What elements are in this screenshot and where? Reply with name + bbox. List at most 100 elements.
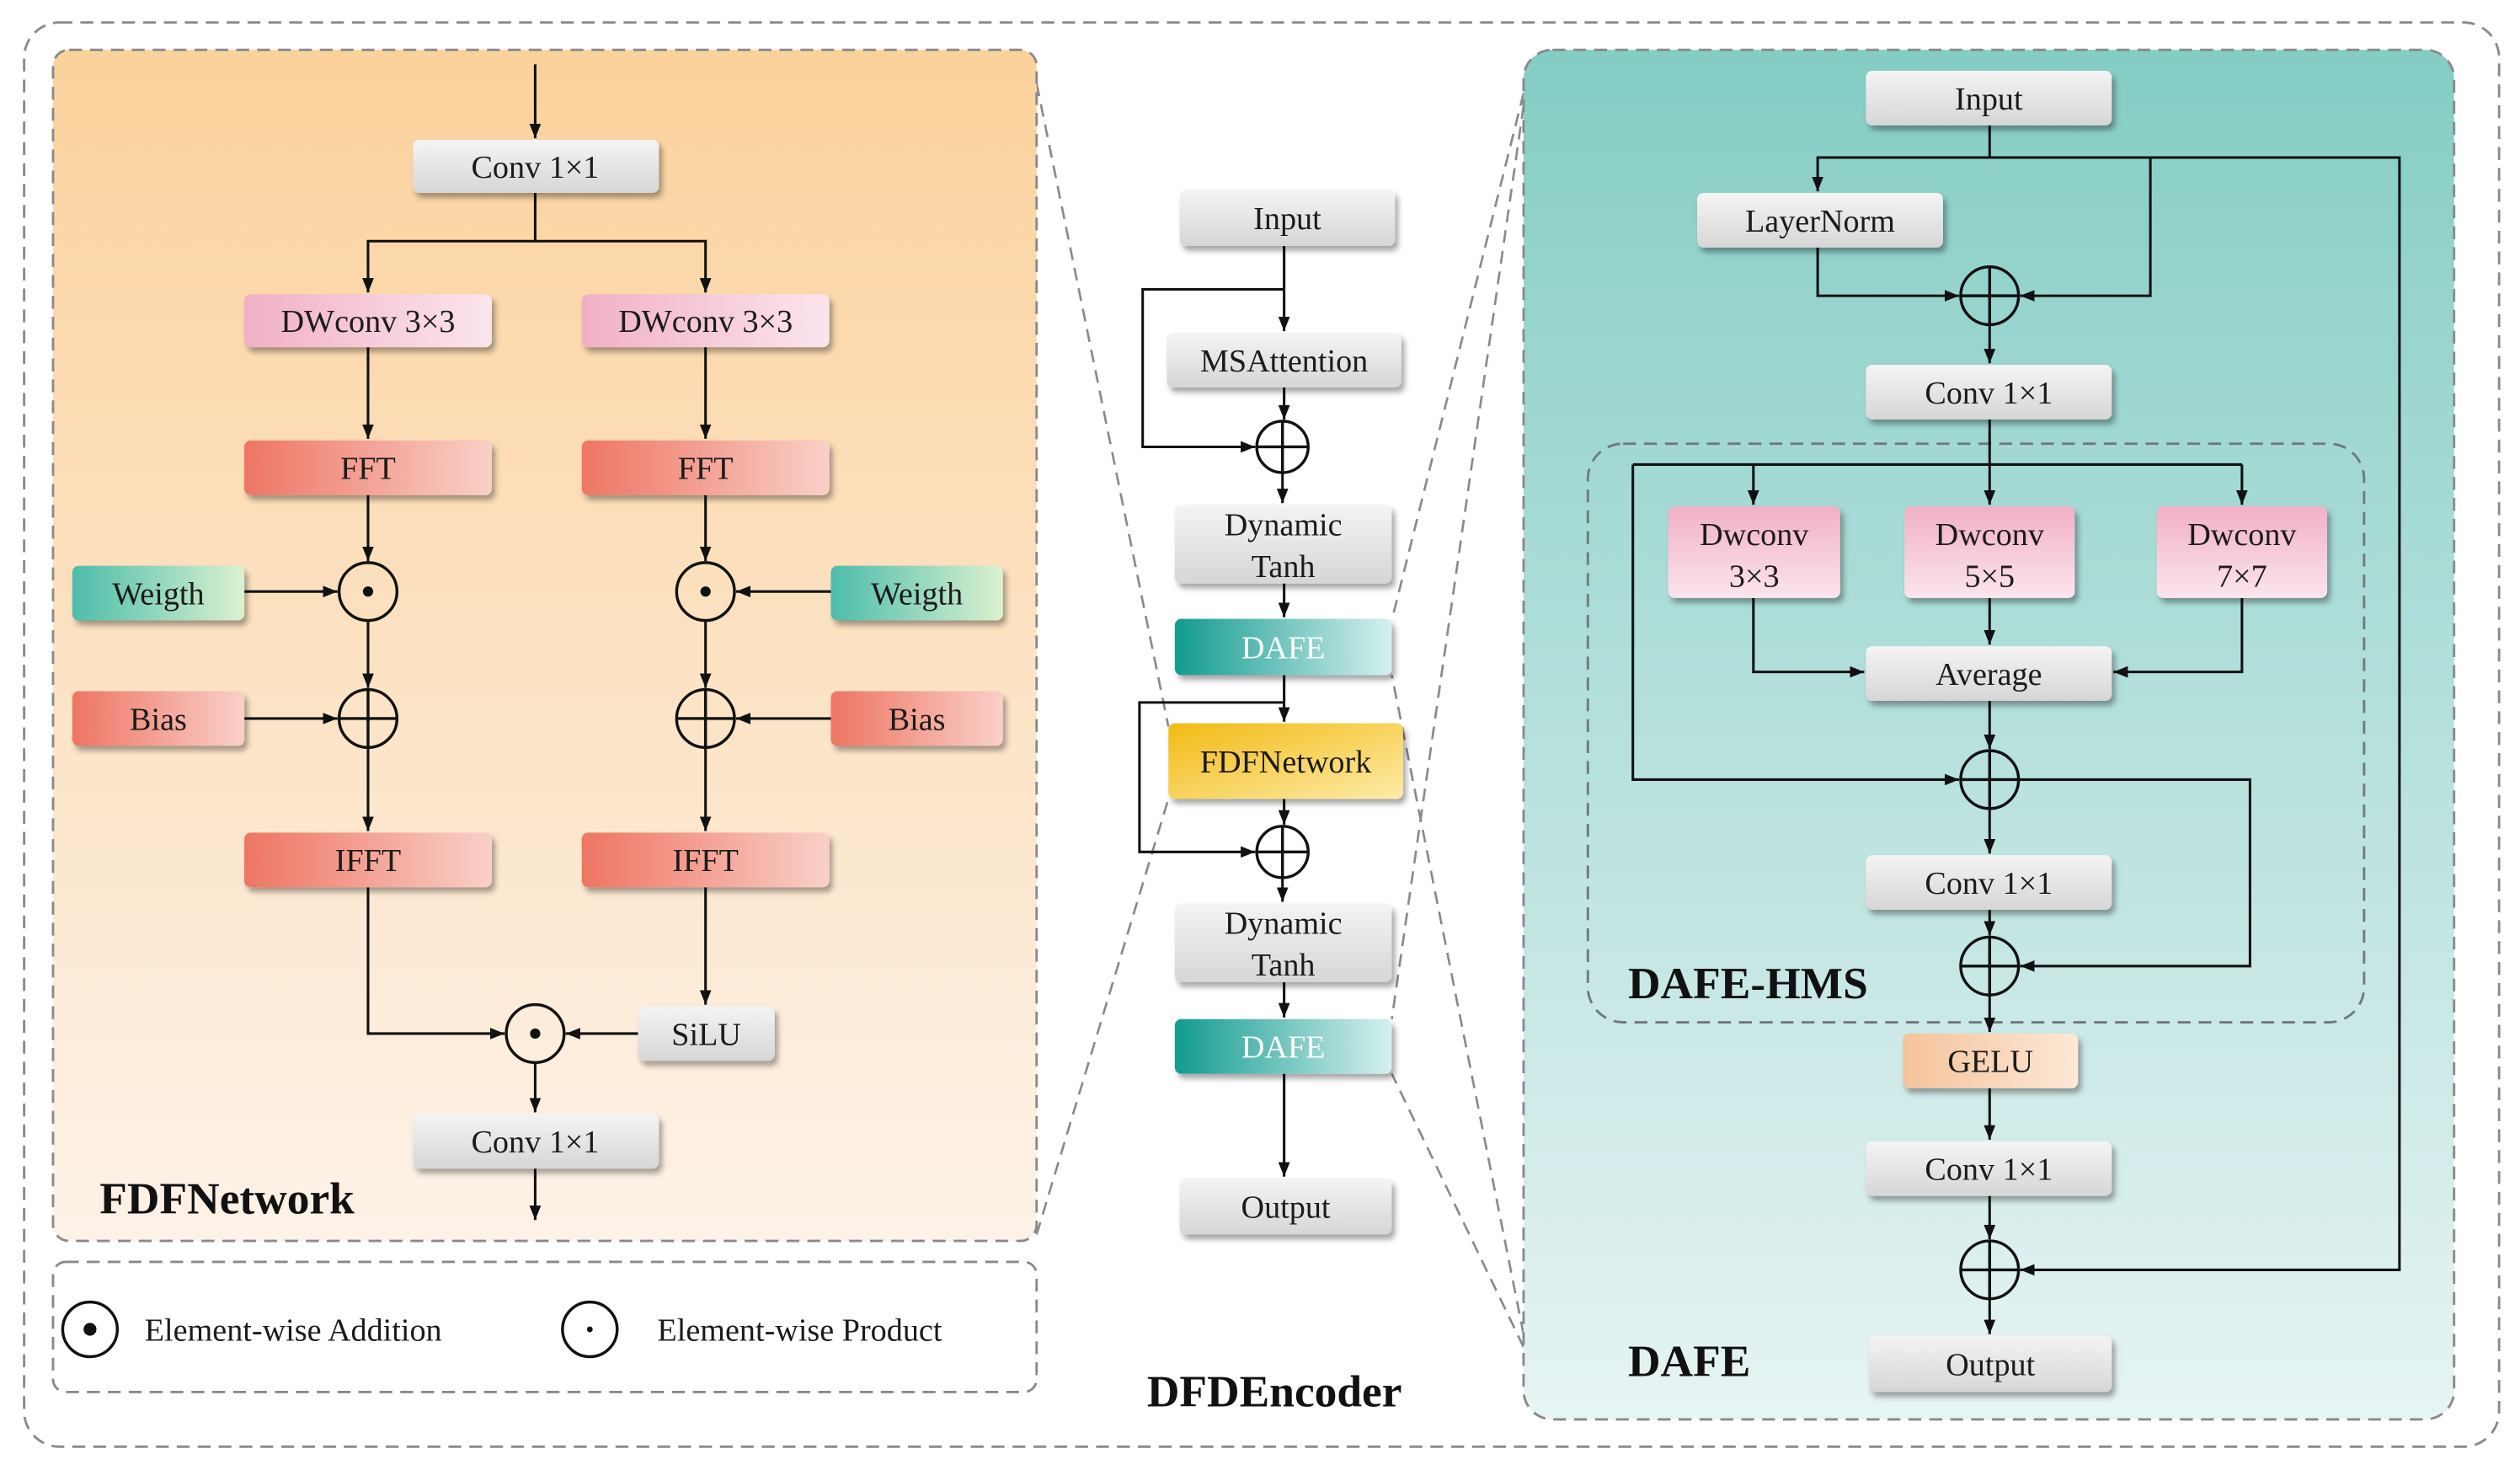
dynamic-tanh-shape xyxy=(1174,505,1392,584)
weight-box: Weigth xyxy=(830,565,1003,621)
addition-operator-icon xyxy=(1959,749,2021,810)
dafe-conv-out-shape xyxy=(1866,1141,2112,1196)
fdf-conv-out-label: Conv 1×1 xyxy=(471,1125,599,1160)
dafe-output-box: Output xyxy=(1869,1335,2112,1392)
dafe-hms-block: Dwconv 3×3 Dwconv 5×5 Dwconv 7×7 Average xyxy=(1628,506,2328,1008)
dynamic-tanh-label-line: Dynamic xyxy=(1225,906,1343,942)
product-operator-icon xyxy=(505,1002,566,1065)
dafe-input-shape xyxy=(1866,70,2112,126)
dwconv-5x5-box: Dwconv 5×5 xyxy=(1904,506,2075,598)
layernorm-label: LayerNorm xyxy=(1745,204,1895,239)
dafe-label: DAFE xyxy=(1241,630,1326,666)
bias-label: Bias xyxy=(889,702,946,737)
layernorm-shape xyxy=(1697,192,1943,248)
residual-connector-arrow xyxy=(1138,701,1284,858)
addition-operator-icon xyxy=(337,687,399,750)
legend: Element-wise Addition Element-wise Produ… xyxy=(51,1260,1038,1393)
ifft-box: IFFT xyxy=(581,832,830,888)
dfd-encoder-column: Input MSAttention Dynamic Tanh DAFE FDFN… xyxy=(1138,190,1403,1417)
operator-dot xyxy=(700,586,711,597)
operator-dot xyxy=(362,586,374,597)
dwconv-label-line: Dwconv xyxy=(2187,517,2297,553)
connector-arrow xyxy=(1816,247,1960,302)
hms-conv-shape xyxy=(1866,855,2112,911)
legend-frame xyxy=(51,1260,1038,1393)
dafe-box: DAFE xyxy=(1174,618,1392,676)
operator-circle xyxy=(675,561,736,623)
dwconv-label: DWconv 3×3 xyxy=(618,304,793,339)
hms-conv-label: Conv 1×1 xyxy=(1925,866,2053,901)
dynamic-tanh-label-line: Tanh xyxy=(1252,549,1316,585)
zoom-guide-line xyxy=(1391,675,1525,1335)
fdf-network-connectors xyxy=(244,64,831,1221)
fft-label: FFT xyxy=(340,452,396,487)
zoom-guide-lines xyxy=(1035,83,1525,1348)
silu-shape xyxy=(638,1006,775,1061)
fdf-network-title: FDFNetwork xyxy=(99,1173,355,1224)
dwconv-label: DWconv 3×3 xyxy=(281,304,456,339)
connector-arrow xyxy=(362,192,537,293)
gelu-label: GELU xyxy=(1947,1045,2033,1080)
residual-connector-arrow xyxy=(1141,287,1284,453)
legend-circle xyxy=(561,1300,619,1359)
fdf-right-branch: DWconv 3×3 FFT Weigth Bias xyxy=(581,294,1003,1061)
dwconv-shape xyxy=(1904,506,2075,598)
dwconv-label-line: Dwconv xyxy=(1700,517,1809,553)
dafe-shape xyxy=(1174,1018,1392,1074)
msattention-label: MSAttention xyxy=(1200,344,1368,379)
average-label: Average xyxy=(1935,657,2042,692)
dwconv-label-line: 7×7 xyxy=(2217,559,2267,594)
addition-operator-icon xyxy=(1959,265,2021,327)
connector-arrow xyxy=(2113,597,2244,678)
legend-item-product: Element-wise Product xyxy=(561,1300,942,1359)
product-operator-icon xyxy=(675,561,736,623)
weight-shape xyxy=(72,565,245,621)
dafe-conv-in-shape xyxy=(1866,365,2112,420)
dynamic-tanh-box: Dynamic Tanh xyxy=(1174,903,1392,983)
dafe-conv-out-label: Conv 1×1 xyxy=(1925,1152,2053,1188)
weight-box: Weigth xyxy=(72,565,245,621)
dwconv-shape xyxy=(244,294,492,348)
dafe-shape xyxy=(1174,618,1392,676)
fdf-network-shape xyxy=(1168,723,1403,799)
fdf-conv-in-box: Conv 1×1 xyxy=(413,140,659,193)
zoom-guide-line xyxy=(1035,83,1170,727)
connector-arrow xyxy=(1752,597,1865,678)
weight-label: Weigth xyxy=(112,576,204,612)
addition-operator-icon xyxy=(1255,420,1310,474)
addition-operator-icon xyxy=(1255,825,1310,879)
fft-box: FFT xyxy=(581,440,830,495)
hms-conv-box: Conv 1×1 xyxy=(1866,855,2112,911)
dafe-conv-in-label: Conv 1×1 xyxy=(1925,376,2053,411)
residual-connector-arrow xyxy=(1631,464,1960,786)
legend-dot xyxy=(83,1323,97,1336)
weight-shape xyxy=(830,565,1003,621)
small-dot-circle-icon xyxy=(561,1300,619,1359)
dot-circle-icon xyxy=(61,1300,120,1359)
encoder-output-shape xyxy=(1179,1178,1392,1235)
dwconv-label-line: 3×3 xyxy=(1729,559,1780,594)
dynamic-tanh-label-line: Tanh xyxy=(1252,948,1316,983)
dwconv-3x3-box: Dwconv 3×3 xyxy=(1668,506,1840,598)
dafe-title: DAFE xyxy=(1628,1335,1750,1386)
outer-dashed-frame xyxy=(23,21,2501,1448)
fft-shape xyxy=(244,440,492,495)
ifft-label: IFFT xyxy=(335,843,401,879)
silu-box: SiLU xyxy=(638,1006,775,1061)
connector-arrow xyxy=(535,239,712,293)
dafe-output-shape xyxy=(1869,1335,2112,1392)
addition-operator-icon xyxy=(1959,935,2021,997)
operator-dot xyxy=(530,1028,541,1040)
fdf-left-branch: DWconv 3×3 FFT Weigth Bias xyxy=(72,294,492,888)
dafe-panel: Input LayerNorm Conv 1×1 Dwconv 3×3 Dwco… xyxy=(1522,48,2456,1421)
dafe-input-label: Input xyxy=(1955,82,2023,117)
average-shape xyxy=(1866,646,2112,701)
fdf-network-label: FDFNetwork xyxy=(1200,745,1372,780)
encoder-connectors xyxy=(1138,245,1290,1177)
dynamic-tanh-shape xyxy=(1174,903,1392,982)
dafe-input-box: Input xyxy=(1866,70,2112,126)
encoder-input-label: Input xyxy=(1253,201,1321,237)
dafe-connectors xyxy=(1631,125,2401,1334)
residual-connector-arrow xyxy=(1989,156,2401,1276)
